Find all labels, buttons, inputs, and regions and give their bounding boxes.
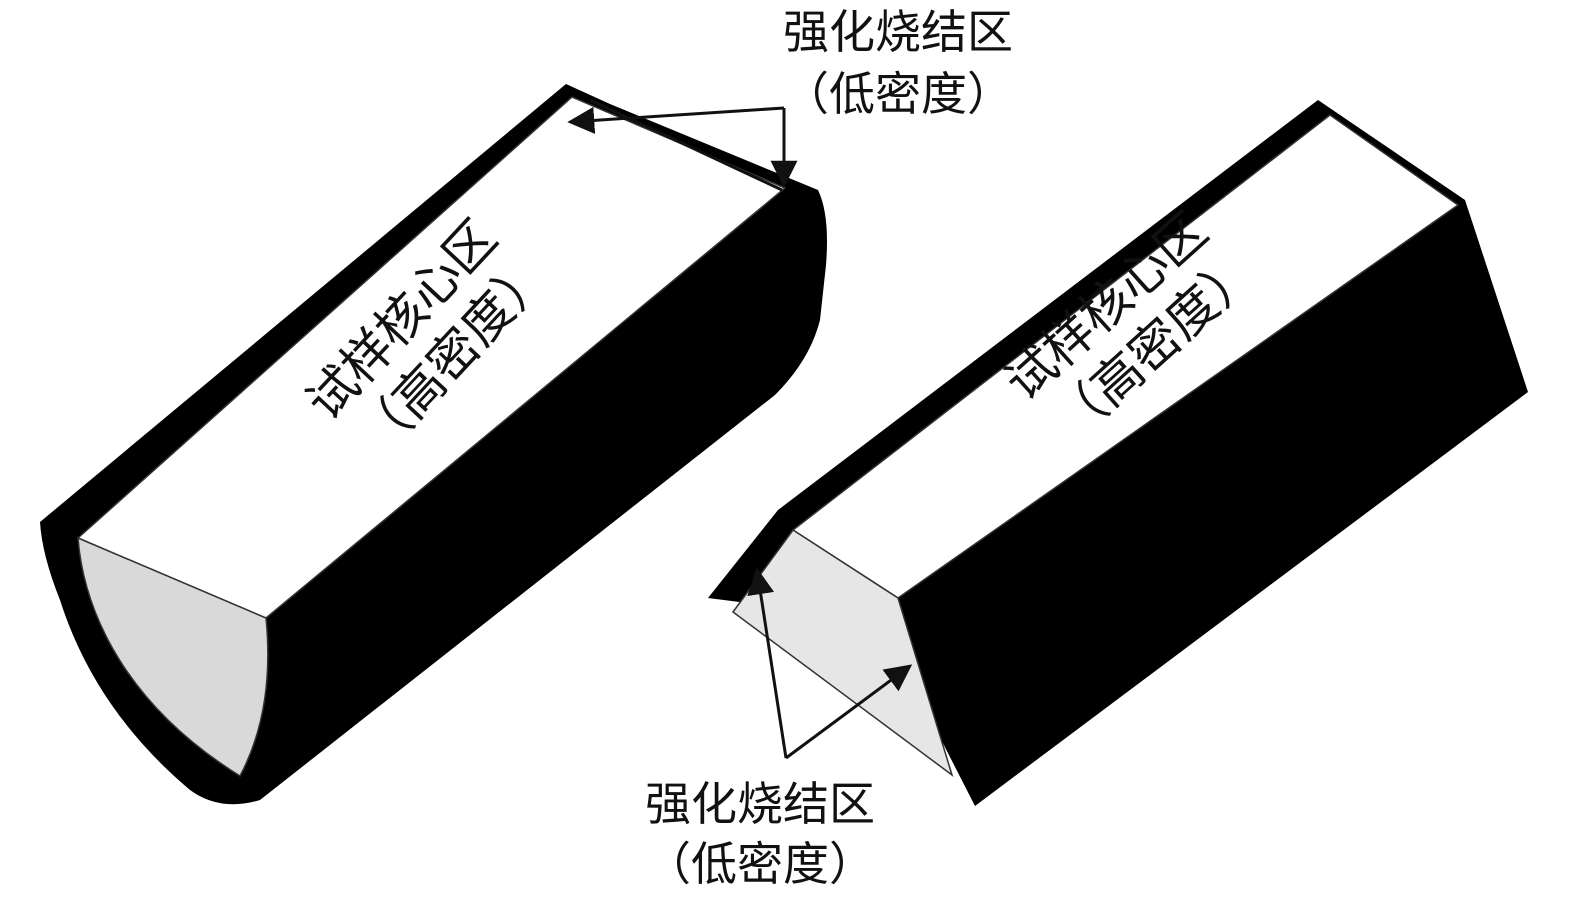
top-callout-arrows	[567, 98, 798, 192]
prism-specimen	[708, 100, 1528, 806]
top-callout-arrow-left	[567, 106, 785, 134]
bottom-callout-line1: 强化烧结区	[645, 777, 875, 831]
half-cylinder-cross-section	[77, 536, 269, 778]
top-callout-line1: 强化烧结区	[783, 5, 1013, 59]
prism-cross-section	[731, 528, 954, 777]
bottom-callout-line2: （低密度）	[645, 837, 875, 891]
top-callout-arrow-diagonal	[589, 98, 783, 192]
top-callout-line2: （低密度）	[783, 67, 1013, 121]
bottom-callout-arrow-right	[785, 664, 913, 760]
bottom-callout-arrow-left	[747, 567, 788, 759]
bottom-callout-arrows	[747, 567, 913, 760]
half-cylinder-specimen	[40, 84, 827, 805]
